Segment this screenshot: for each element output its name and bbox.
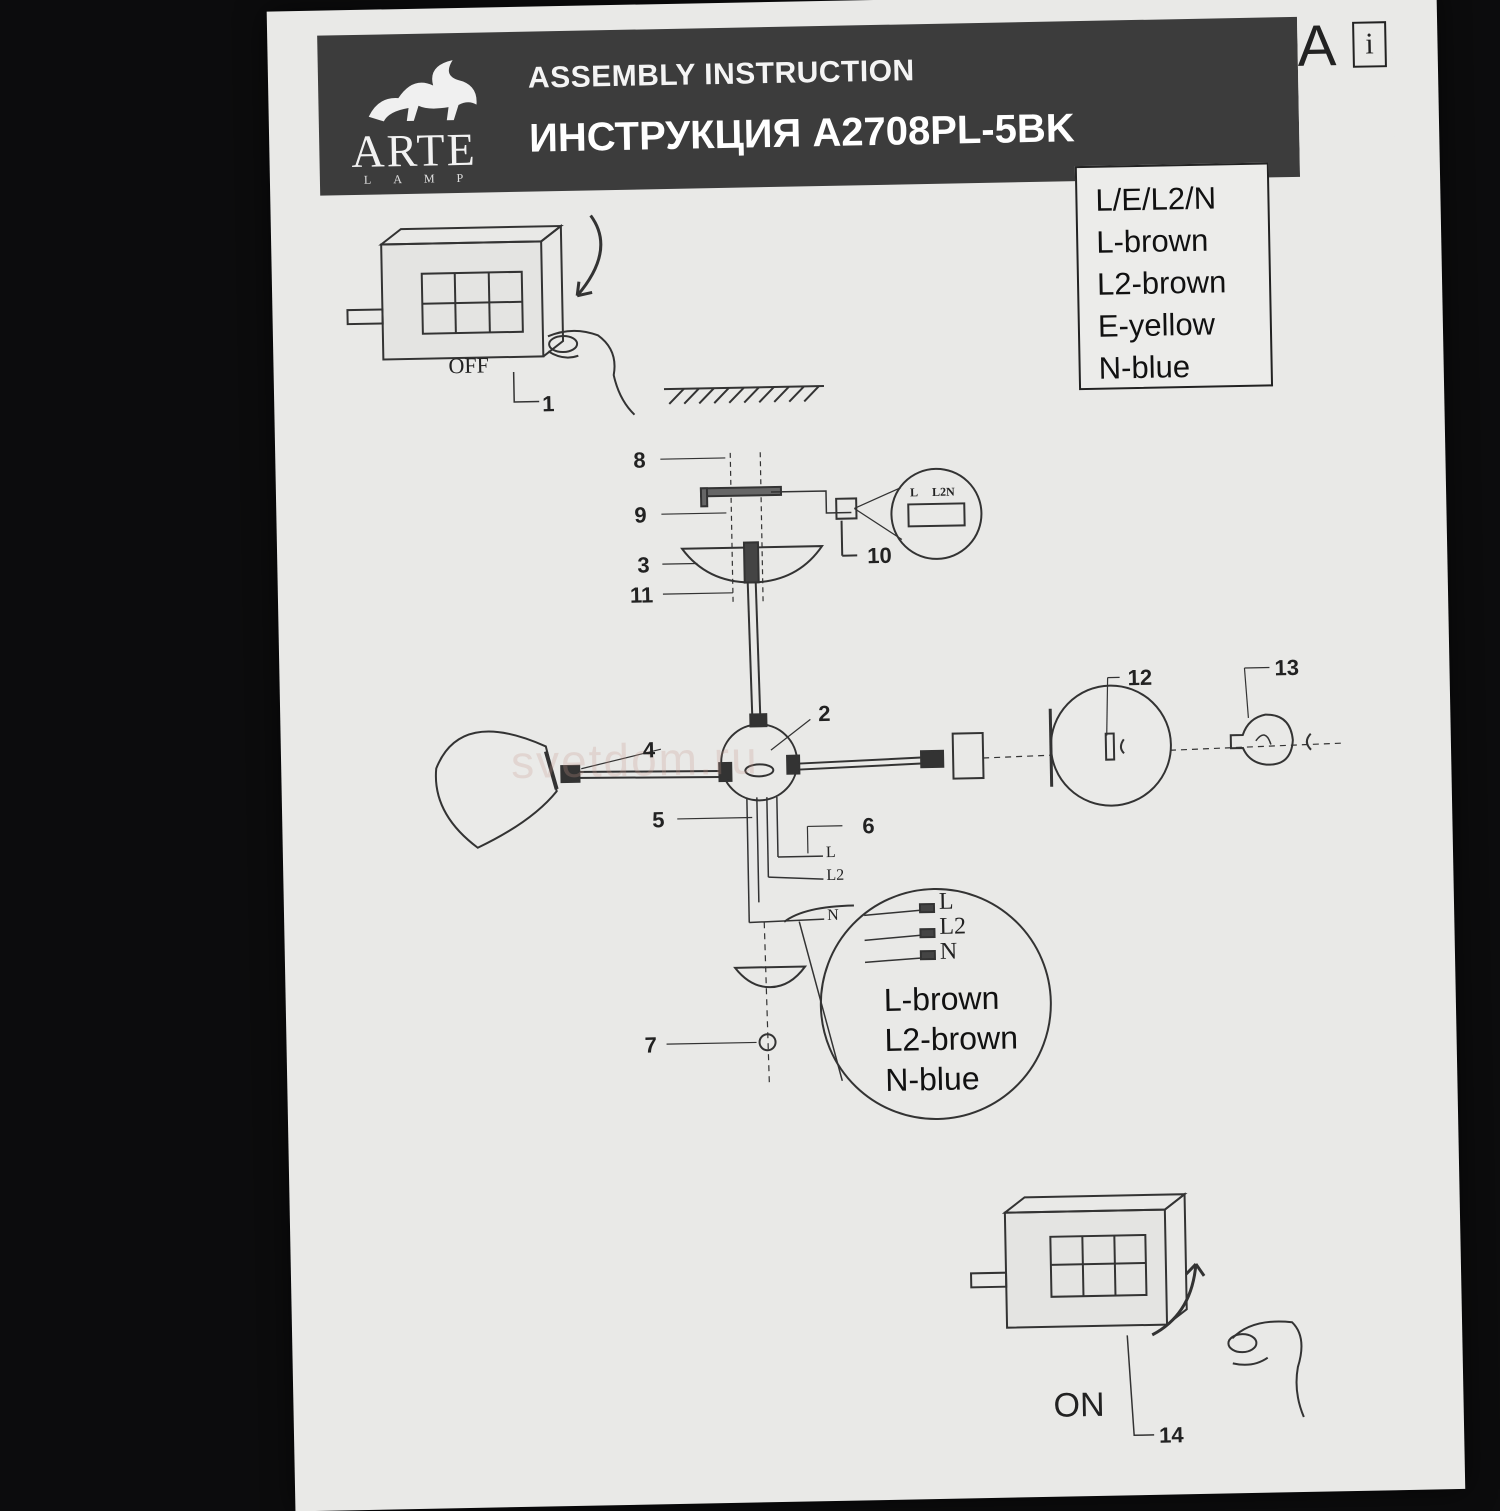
light-bulb-icon — [1230, 714, 1293, 765]
zoom-tag-l: L — [939, 889, 954, 916]
part-label-7: 7 — [644, 1032, 657, 1058]
part-label-8: 8 — [633, 447, 646, 473]
wire-tag-l: L — [826, 844, 836, 862]
part-label-9: 9 — [634, 502, 647, 528]
switch-on-label: ON — [1053, 1386, 1105, 1426]
part-label-4: 4 — [643, 737, 656, 763]
hand-press-on-icon — [1228, 1321, 1304, 1418]
part-label-2: 2 — [818, 701, 831, 727]
breaker-box-on-icon — [970, 1194, 1187, 1328]
zoom-tag-l2: L2 — [939, 913, 966, 941]
zoom-legend: L-brown L2-brown N-blue — [883, 977, 1019, 1100]
part-label-13: 13 — [1274, 655, 1299, 681]
part-label-10: 10 — [867, 543, 892, 569]
assembly-diagram — [267, 0, 1466, 1511]
wire-tag-l2: L2 — [826, 867, 844, 885]
part-label-3: 3 — [637, 552, 650, 578]
terminal-tag-l2n: L2N — [932, 485, 955, 500]
part-label-14: 14 — [1159, 1422, 1184, 1448]
zoom-legend-item: N-blue — [885, 1057, 1019, 1100]
zoom-tag-n: N — [940, 939, 958, 966]
part-label-5: 5 — [652, 807, 665, 833]
part-label-11: 11 — [630, 582, 654, 608]
part-label-6: 6 — [862, 813, 875, 839]
breaker-box-off-icon — [346, 226, 563, 360]
zoom-legend-item: L2-brown — [884, 1017, 1018, 1060]
zoom-legend-item: L-brown — [883, 977, 1017, 1020]
terminal-tag-l: L — [910, 485, 918, 500]
switch-off-label: OFF — [448, 352, 489, 379]
watermark: svetdom.ru — [511, 730, 760, 789]
instruction-sheet: ARTE LAMP ASSEMBLY INSTRUCTION ИНСТРУКЦИ… — [267, 0, 1466, 1511]
wire-tag-n: N — [827, 907, 839, 925]
part-label-12: 12 — [1127, 665, 1152, 691]
ceiling-hatch — [664, 386, 824, 404]
part-label-1: 1 — [542, 391, 555, 417]
